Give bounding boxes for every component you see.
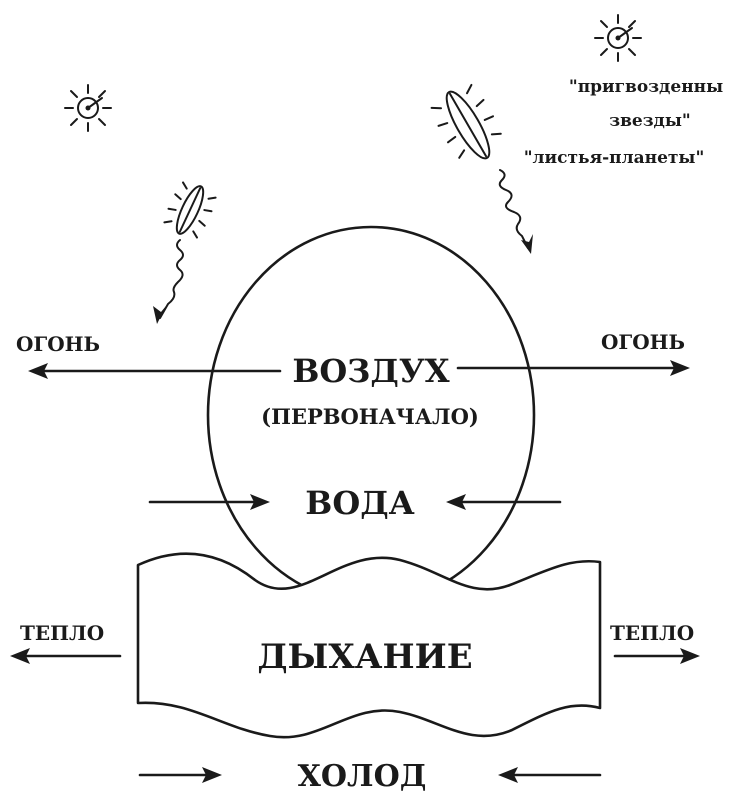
water-arrow-left bbox=[150, 494, 270, 510]
fire-arrow-right bbox=[458, 360, 690, 376]
heat-left-label: ТЕПЛО bbox=[20, 621, 104, 645]
fire-right-label: ОГОНЬ bbox=[601, 330, 685, 354]
cold-arrow-left bbox=[140, 767, 222, 783]
heat-arrow-right bbox=[615, 648, 700, 664]
cold-arrow-right bbox=[498, 767, 600, 783]
air-label: ВОЗДУХ bbox=[292, 352, 449, 390]
leaves-planets-label: "листья-планеты" bbox=[524, 148, 705, 168]
nailed-stars-label-line1: "пригвозденны bbox=[569, 77, 723, 97]
nailed-star-icon bbox=[595, 15, 641, 61]
water-label: ВОДА bbox=[305, 484, 414, 522]
heat-right-label: ТЕПЛО bbox=[610, 621, 694, 645]
breath-label: ДЫХАНИЕ bbox=[257, 637, 472, 677]
water-arrow-right bbox=[446, 494, 560, 510]
fire-left-label: ОГОНЬ bbox=[16, 332, 100, 356]
leaf-planet-left-icon bbox=[153, 178, 219, 324]
nailed-stars-label-line2: звезды" bbox=[609, 111, 691, 131]
origin-label: (ПЕРВОНАЧАЛО) bbox=[261, 404, 479, 429]
leaf-planet-right-icon bbox=[426, 79, 533, 254]
cold-label: ХОЛОД bbox=[298, 759, 427, 793]
fire-arrow-left bbox=[28, 363, 280, 379]
heat-arrow-left bbox=[10, 648, 120, 664]
star-sun-icon bbox=[65, 85, 111, 131]
